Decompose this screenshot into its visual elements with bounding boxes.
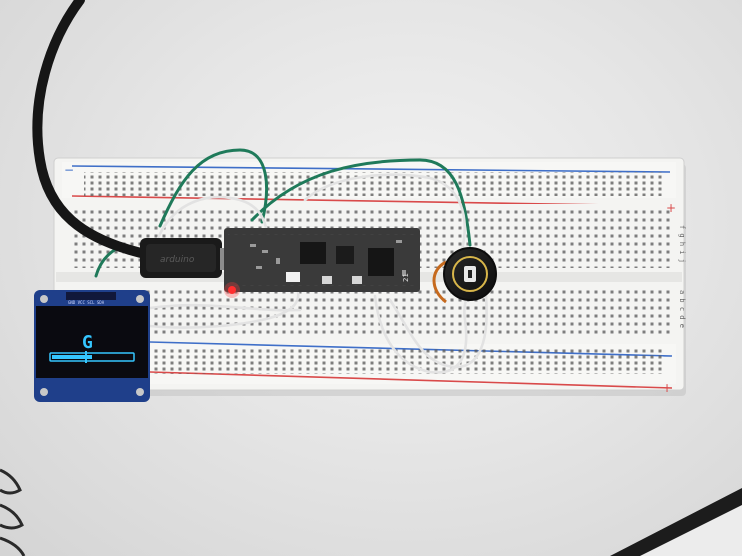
oled-module: GND VCC SCL SDA G — [34, 290, 150, 402]
usb-cable: arduino — [32, 0, 240, 278]
sensor-ring — [452, 256, 488, 292]
oled-progress-bar — [49, 352, 135, 362]
usb-cable-wire — [32, 0, 155, 260]
column-letters-lower: a b c d e — [678, 290, 686, 328]
oled-mount-hole-bl — [40, 388, 48, 396]
top-rail-blue-line — [71, 165, 671, 173]
sensor-led — [468, 270, 472, 278]
white-wire-3 — [148, 290, 300, 329]
white-wires — [148, 173, 488, 374]
rail-minus-top: − — [64, 163, 74, 177]
mcu-button-3 — [322, 276, 332, 284]
oled-header — [66, 292, 116, 300]
red-led-icon — [228, 286, 236, 294]
oled-progress-fill — [52, 355, 92, 359]
white-wire-4 — [148, 303, 302, 312]
mcu-button-1 — [286, 272, 300, 282]
rail-minus-bottom: − — [662, 349, 672, 363]
lower-terminal-holes — [70, 286, 670, 338]
sensor-orange-lead — [432, 260, 447, 304]
oled-display-char: G — [82, 332, 93, 353]
green-wire-2 — [250, 158, 472, 247]
notebook-corner — [610, 488, 742, 556]
bottom-rail-red-line — [149, 371, 673, 389]
usb-plug-logo: arduino — [160, 255, 195, 265]
bottom-rail-holes — [154, 348, 664, 374]
red-led-glow — [224, 282, 240, 298]
mcu-board: 21 — [224, 228, 420, 298]
column-letters-upper: f g h i j — [678, 225, 686, 263]
rail-plus-top: + — [666, 201, 676, 215]
mcu-pin-label: 21 — [402, 273, 410, 282]
green-wire-1 — [158, 148, 268, 228]
oled-pin-labels: GND VCC SCL SDA — [68, 300, 105, 305]
white-wire-2 — [303, 173, 466, 252]
oled-screen — [36, 306, 148, 378]
mcu-button-2 — [352, 276, 362, 284]
oled-mount-hole-br — [136, 388, 144, 396]
mcu-top-header — [228, 231, 416, 235]
white-wire-1 — [156, 196, 270, 240]
mcu-bottom-header — [228, 285, 416, 289]
mcu-chip-2 — [336, 246, 354, 264]
rail-plus-bottom: + — [662, 381, 672, 395]
oled-mount-hole-tr — [136, 295, 144, 303]
oled-mount-hole-tl — [40, 295, 48, 303]
mcu-main-chip — [368, 248, 394, 276]
white-wire-6 — [388, 294, 488, 369]
usb-plug-face — [146, 244, 216, 272]
mcu-smd-components — [250, 240, 406, 276]
mcu-chip-1 — [300, 242, 326, 264]
heart-rate-sensor-icon — [432, 247, 497, 304]
spiral-binding — [0, 468, 26, 556]
